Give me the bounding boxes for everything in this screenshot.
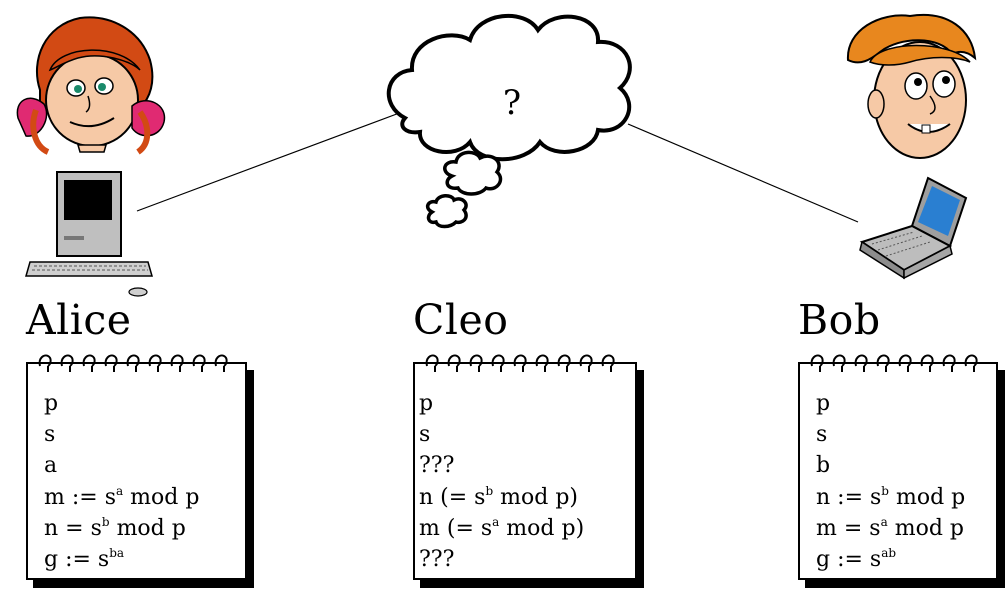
- thought-bubble-small: [425, 150, 503, 229]
- spiral-ring-icon: [832, 354, 846, 372]
- spiral-ring-icon: [601, 354, 615, 372]
- spiral-ring-icon: [491, 354, 505, 372]
- bob-notepad-lines: p s b n := sb mod p m = sa mod p g := sa…: [816, 388, 965, 575]
- notepad-line: p: [44, 391, 59, 416]
- spiral-ring-icon: [38, 354, 52, 372]
- cleo-notepad: p s ??? n (= sb mod p) m (= sa mod p) ??…: [413, 354, 637, 580]
- notepad-line: g := sba: [44, 546, 125, 573]
- alice-computer-icon: [25, 171, 153, 297]
- notepad-line: p: [816, 391, 831, 416]
- bob-name: Bob: [798, 296, 881, 344]
- spiral-ring-icon: [192, 354, 206, 372]
- alice-notepad-lines: p s a m := sa mod p n = sb mod p g := sb…: [44, 388, 199, 575]
- alice-connection-line: [136, 111, 403, 212]
- spiral-ring-icon: [170, 354, 184, 372]
- spiral-ring-icon: [447, 354, 461, 372]
- spiral-ring-icon: [82, 354, 96, 372]
- spiral-ring-icon: [425, 354, 439, 372]
- spiral-ring-icon: [898, 354, 912, 372]
- notepad-line: s: [816, 422, 828, 448]
- thought-cloud: [386, 13, 632, 162]
- spiral-ring-icon: [810, 354, 824, 372]
- bob-laptop-icon: [859, 176, 968, 280]
- spiral-ring-icon: [964, 354, 978, 372]
- spiral-ring-icon: [60, 354, 74, 372]
- spiral-ring-icon: [854, 354, 868, 372]
- alice-name: Alice: [26, 296, 132, 344]
- spiral-ring-icon: [942, 354, 956, 372]
- spiral-ring-icon: [876, 354, 890, 372]
- notepad-rings: [808, 352, 980, 374]
- spiral-ring-icon: [557, 354, 571, 372]
- spiral-ring-icon: [214, 354, 228, 372]
- alice-notepad: p s a m := sa mod p n = sb mod p g := sb…: [26, 354, 247, 580]
- notepad-rings: [36, 352, 230, 374]
- notepad-line: ???: [419, 547, 455, 573]
- alice-face-icon: [16, 16, 166, 155]
- notepad-line: m = sa mod p: [816, 514, 964, 541]
- bob-connection-line: [627, 123, 859, 223]
- notepad-line: n = sb mod p: [44, 514, 186, 541]
- cleo-notepad-lines: p s ??? n (= sb mod p) m (= sa mod p) ??…: [419, 388, 584, 575]
- spiral-ring-icon: [535, 354, 549, 372]
- spiral-ring-icon: [513, 354, 527, 372]
- notepad-line: g := sab: [816, 546, 897, 573]
- notepad-line: s: [419, 422, 431, 448]
- notepad-line: m := sa mod p: [44, 483, 200, 510]
- bob-face-icon: [846, 13, 977, 159]
- notepad-line: n := sb mod p: [816, 483, 966, 510]
- cloud-question-mark: ?: [503, 83, 521, 123]
- notepad-line: b: [816, 453, 831, 479]
- notepad-line: a: [44, 453, 58, 479]
- notepad-line: p: [419, 391, 434, 416]
- spiral-ring-icon: [920, 354, 934, 372]
- notepad-line: m (= sa mod p): [419, 514, 585, 541]
- bob-notepad: p s b n := sb mod p m = sa mod p g := sa…: [798, 354, 998, 580]
- notepad-line: ???: [419, 453, 455, 479]
- notepad-line: s: [44, 422, 56, 448]
- spiral-ring-icon: [126, 354, 140, 372]
- notepad-rings: [423, 352, 617, 374]
- cleo-name: Cleo: [413, 296, 509, 344]
- spiral-ring-icon: [469, 354, 483, 372]
- spiral-ring-icon: [104, 354, 118, 372]
- spiral-ring-icon: [148, 354, 162, 372]
- spiral-ring-icon: [579, 354, 593, 372]
- notepad-line: n (= sb mod p): [419, 483, 578, 510]
